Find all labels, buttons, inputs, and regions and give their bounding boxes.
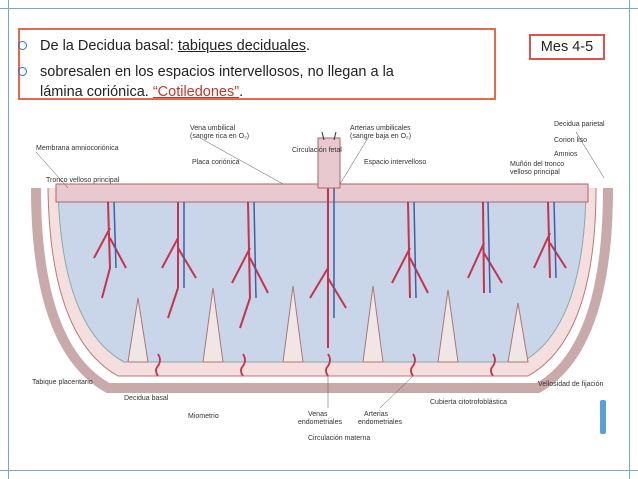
bullet-text-box <box>18 28 496 100</box>
fetal-circulation-arrows <box>321 131 337 141</box>
label-arterias-umbilicales: Arterias umbilicales <box>350 125 411 132</box>
label-arterias-umbilicales-sub: (sangre baja en O₂) <box>350 133 411 140</box>
label-miometrio: Miometrio <box>188 413 219 420</box>
slide-nav-handle[interactable] <box>600 400 606 434</box>
bullet-icon <box>18 41 27 50</box>
label-membrana: Membrana amniocoriónica <box>36 145 119 152</box>
bullet-2-line2-prefix: lámina coriónica. <box>40 84 153 100</box>
slide-frame-right <box>629 0 630 479</box>
spiral-arteries <box>155 353 496 377</box>
label-venas-endometriales-2: endometriales <box>298 419 342 426</box>
label-cubierta: Cubierta citotrofoblástica <box>430 399 507 406</box>
label-corion-liso: Corion liso <box>554 137 587 144</box>
label-vena-umbilical-sub: (sangre rica en O₂) <box>190 133 249 140</box>
label-tabique-placentario: Tabique placentario <box>32 379 93 386</box>
label-arterias-endometriales-2: endometriales <box>358 419 402 426</box>
myometrium-band <box>31 187 613 393</box>
label-munon: Muñón del tronco <box>510 161 564 168</box>
month-tag: Mes 4-5 <box>529 34 605 60</box>
bullet-1-suffix: . <box>306 38 311 54</box>
slide-frame-bottom <box>0 470 638 471</box>
umbilical-cord <box>317 137 341 189</box>
bullet-1-prefix: De la Decidua basal: <box>40 38 178 54</box>
villous-veins <box>113 158 557 318</box>
bullet-2-line1: sobresalen en los espacios intervellosos… <box>40 64 394 80</box>
slide-frame-top <box>0 8 638 9</box>
placental-septa <box>127 285 529 363</box>
bullet-icon <box>18 67 27 76</box>
label-munon-2: velloso principal <box>510 169 560 176</box>
bullet-2-line2-suffix: . <box>239 84 244 100</box>
villous-trees <box>93 158 567 348</box>
label-venas-endometriales: Venas <box>308 411 328 418</box>
label-espacio-intervelloso: Espacio intervelloso <box>364 159 426 166</box>
leader-lines <box>35 131 605 409</box>
label-tronco-velloso: Tronco velloso principal <box>46 177 120 184</box>
bullet-1-underlined: tabiques deciduales <box>177 38 307 54</box>
label-circulacion-materna: Circulación materna <box>308 435 370 442</box>
label-placa-corionica: Placa coriónica <box>192 159 240 166</box>
label-circulacion-fetal: Circulación fetal <box>292 147 342 154</box>
placenta-diagram: Vena umbilical (sangre rica en O₂) Arter… <box>31 121 613 442</box>
label-amnios: Amnios <box>554 151 578 158</box>
label-decidua-basal: Decidua basal <box>124 395 169 402</box>
bullet-2-cotiledones: “Cotiledones” <box>152 84 240 100</box>
label-vena-umbilical: Vena umbilical <box>190 125 236 132</box>
label-arterias-endometriales: Arterias <box>364 411 389 418</box>
label-vellosidad: Vellosidad de fijación <box>538 381 603 388</box>
label-decidua-parietal: Decidua parietal <box>554 121 605 128</box>
slide-frame-left <box>8 0 9 479</box>
